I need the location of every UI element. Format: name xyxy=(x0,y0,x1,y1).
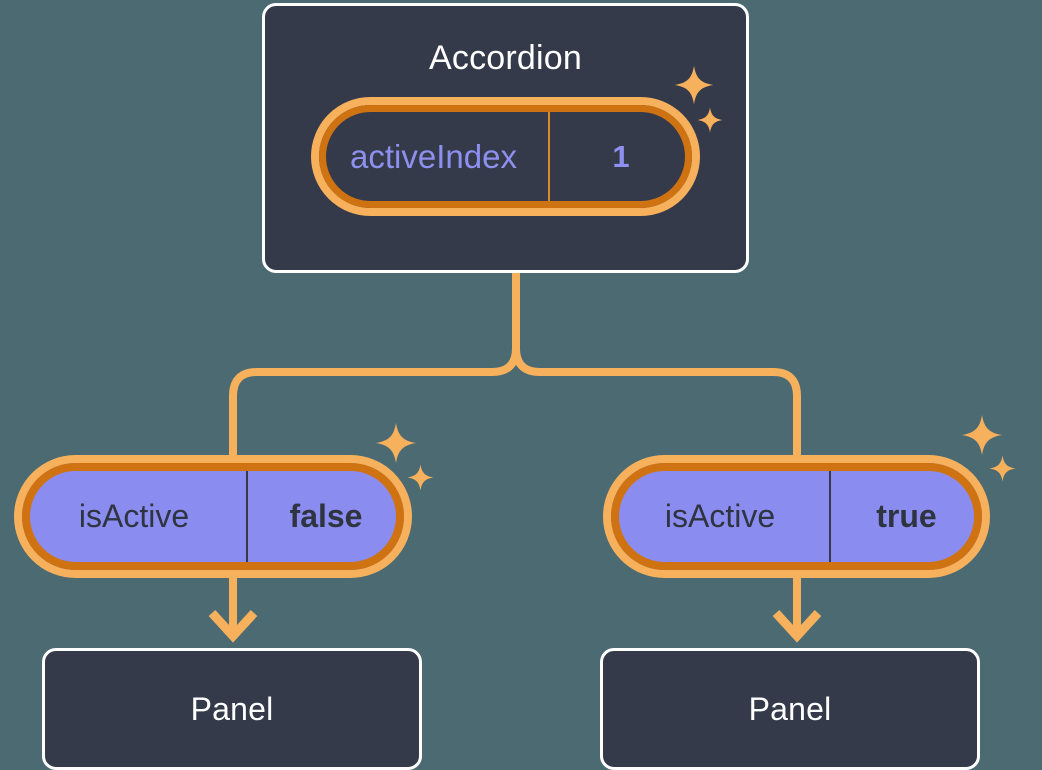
component-title-panel-left: Panel xyxy=(190,691,274,727)
component-title-accordion: Accordion xyxy=(429,39,582,77)
component-title-panel-right: Panel xyxy=(748,691,832,727)
state-pill-activeindex[interactable]: activeIndex 1 xyxy=(311,97,700,216)
state-pill-isactive-left[interactable]: isActive false xyxy=(14,455,412,578)
state-key-isactive-left: isActive xyxy=(22,463,248,570)
state-key-isactive-right: isActive xyxy=(611,463,831,570)
sparkle-left-pill-small-icon xyxy=(407,464,434,491)
sparkle-right-pill-small-icon xyxy=(989,455,1016,482)
sparkle-left-pill-large-icon xyxy=(375,422,417,464)
state-value-isactive-right: true xyxy=(876,498,937,534)
connector-branch-left xyxy=(229,347,520,458)
state-value-activeindex: 1 xyxy=(612,138,630,174)
state-value-isactive-left: false xyxy=(289,498,363,534)
arrowhead-right xyxy=(772,609,822,643)
state-pill-isactive-right[interactable]: isActive true xyxy=(603,455,990,578)
arrowhead-left xyxy=(208,609,258,643)
state-key-activeindex: activeIndex xyxy=(319,105,550,208)
sparkle-right-pill-large-icon xyxy=(961,414,1003,456)
component-node-panel-right[interactable]: Panel xyxy=(600,648,980,770)
connector-branch-right xyxy=(512,347,801,458)
component-node-panel-left[interactable]: Panel xyxy=(42,648,422,770)
